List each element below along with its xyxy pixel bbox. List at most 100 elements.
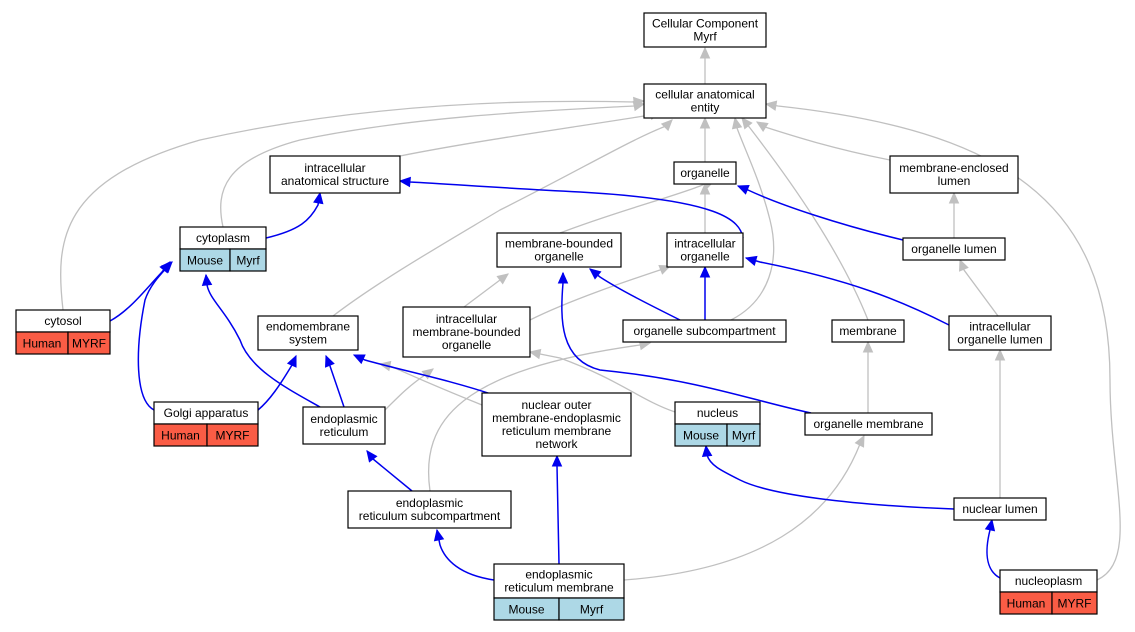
arrowhead bbox=[755, 121, 769, 133]
arrowhead bbox=[948, 191, 960, 204]
arrowhead bbox=[744, 255, 758, 266]
gene-cell bbox=[726, 423, 761, 447]
node-label: Cellular Component bbox=[652, 17, 759, 31]
node-box bbox=[481, 392, 632, 457]
part-of-edge bbox=[737, 185, 904, 241]
node-label: nuclear lumen bbox=[962, 502, 1037, 516]
node-label: nuclear outer bbox=[521, 398, 591, 412]
node-label: Golgi apparatus bbox=[164, 406, 249, 420]
node-label: reticulum bbox=[320, 425, 369, 439]
node-box bbox=[302, 406, 386, 445]
node-label: cytoplasm bbox=[196, 231, 250, 245]
node-label: network bbox=[535, 437, 578, 451]
node-box bbox=[643, 12, 767, 48]
node-osub[interactable]: organelle subcompartment bbox=[622, 319, 787, 343]
node-label: intracellular bbox=[436, 312, 497, 326]
node-label: organelle lumen bbox=[957, 333, 1042, 347]
arrowhead bbox=[736, 185, 750, 195]
node-label: nucleus bbox=[697, 406, 738, 420]
node-label: endoplasmic bbox=[525, 568, 592, 582]
node-label: reticulum membrane bbox=[504, 581, 614, 595]
node-label: organelle bbox=[680, 250, 730, 264]
arrowhead bbox=[660, 119, 673, 132]
node-box bbox=[402, 306, 531, 358]
node-box bbox=[643, 83, 767, 119]
species-label: Human bbox=[161, 429, 200, 443]
node-label: endoplasmic bbox=[396, 496, 463, 510]
arrowhead bbox=[699, 265, 711, 278]
arrowhead bbox=[701, 444, 713, 458]
arrowhead bbox=[366, 450, 378, 463]
node-membrane[interactable]: membrane bbox=[831, 319, 905, 343]
gene-label: Myrf bbox=[732, 429, 756, 443]
is-a-edge bbox=[559, 179, 716, 234]
arrowhead bbox=[699, 46, 711, 59]
node-box bbox=[347, 490, 512, 529]
gene-cell bbox=[1051, 591, 1098, 615]
node-label: intracellular bbox=[969, 320, 1030, 334]
node-label: lumen bbox=[938, 174, 971, 188]
node-box bbox=[666, 232, 744, 268]
arrowhead bbox=[398, 176, 411, 188]
arrowhead bbox=[433, 528, 445, 542]
arrowhead bbox=[699, 116, 711, 129]
node-om[interactable]: organelle membrane bbox=[804, 412, 933, 436]
arrowhead bbox=[633, 96, 646, 108]
part-of-edge bbox=[399, 180, 744, 239]
node-label: cytosol bbox=[44, 314, 81, 328]
arrowhead bbox=[731, 116, 743, 130]
arrowhead bbox=[528, 348, 542, 360]
species-label: Mouse bbox=[187, 254, 223, 268]
arrowhead bbox=[984, 518, 996, 532]
part-of-edge bbox=[705, 445, 955, 510]
arrowhead bbox=[862, 340, 874, 353]
node-box bbox=[257, 315, 359, 351]
node-organelle[interactable]: organelle bbox=[673, 161, 737, 185]
node-ol[interactable]: organelle lumen bbox=[902, 237, 1006, 261]
part-of-edge bbox=[436, 529, 495, 581]
node-label: membrane-endoplasmic bbox=[492, 411, 621, 425]
gene-label: MYRF bbox=[216, 429, 250, 443]
arrowhead bbox=[741, 117, 753, 130]
node-label: membrane-bounded bbox=[505, 237, 613, 251]
node-box bbox=[953, 497, 1047, 521]
part-of-edge bbox=[556, 456, 560, 565]
node-nome[interactable]: nuclear outermembrane-endoplasmicreticul… bbox=[481, 392, 632, 457]
node-nl[interactable]: nuclear lumen bbox=[953, 497, 1047, 521]
node-label: cellular anatomical bbox=[655, 88, 754, 102]
node-label: Myrf bbox=[693, 30, 717, 44]
node-label: system bbox=[289, 333, 327, 347]
is-a-edge bbox=[529, 351, 676, 413]
node-box bbox=[493, 563, 625, 599]
is-a-edge bbox=[59, 100, 645, 311]
gene-cell bbox=[558, 597, 625, 621]
part-of-edge bbox=[109, 261, 171, 322]
node-box bbox=[948, 315, 1052, 351]
node-label: endoplasmic bbox=[310, 412, 377, 426]
node-box bbox=[622, 319, 787, 343]
is-a-edge bbox=[529, 265, 671, 321]
node-box bbox=[902, 237, 1006, 261]
arrowhead bbox=[286, 354, 297, 368]
arrowhead bbox=[557, 271, 569, 284]
arrowhead bbox=[589, 268, 602, 280]
arrowhead bbox=[854, 434, 865, 448]
